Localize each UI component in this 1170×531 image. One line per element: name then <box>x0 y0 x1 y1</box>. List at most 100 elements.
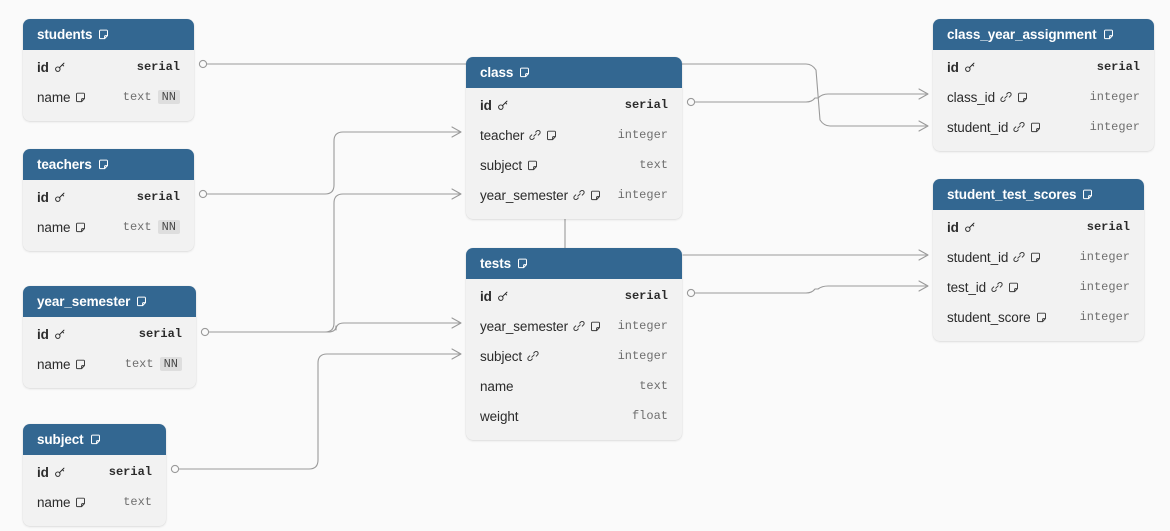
column-type: text <box>639 379 668 393</box>
column-name-cell: year_semester <box>480 319 601 334</box>
note-icon <box>519 67 530 78</box>
column-row[interactable]: id serial <box>23 52 194 82</box>
column-row[interactable]: student_id integer <box>933 112 1154 142</box>
column-row[interactable]: class_id integer <box>933 82 1154 112</box>
column-row[interactable]: weight float <box>466 401 682 431</box>
link-icon <box>991 281 1003 293</box>
edge-tests-id-to-sts-test-id <box>690 285 927 294</box>
note-icon <box>527 160 538 171</box>
column-name-cell: id <box>37 190 66 205</box>
key-icon <box>54 61 66 73</box>
column-type-cell: serial <box>109 465 152 479</box>
column-row[interactable]: id serial <box>23 182 194 212</box>
column-row[interactable]: year_semester integer <box>466 180 682 210</box>
column-name-cell: id <box>480 98 509 113</box>
column-name-cell: id <box>37 60 66 75</box>
column-type-cell: integer <box>618 188 668 202</box>
column-row[interactable]: id serial <box>466 281 682 311</box>
table-header-subject[interactable]: subject <box>23 424 166 455</box>
column-type-cell: integer <box>618 128 668 142</box>
column-row[interactable]: test_id integer <box>933 272 1144 302</box>
column-row[interactable]: teacher integer <box>466 120 682 150</box>
column-name: student_id <box>947 249 1009 265</box>
column-row[interactable]: year_semester integer <box>466 311 682 341</box>
column-type-cell: text <box>123 495 152 509</box>
column-row[interactable]: id serial <box>933 212 1144 242</box>
link-icon <box>527 350 539 362</box>
column-name-cell: class_id <box>947 90 1028 105</box>
key-icon <box>54 328 66 340</box>
column-row[interactable]: name text <box>466 371 682 401</box>
note-icon <box>75 497 86 508</box>
table-header-class[interactable]: class <box>466 57 682 88</box>
table-name: class <box>480 65 514 80</box>
column-name: weight <box>480 408 519 424</box>
table-header-teachers[interactable]: teachers <box>23 149 194 180</box>
column-name: id <box>37 189 49 205</box>
note-icon <box>1103 29 1114 40</box>
column-row[interactable]: id serial <box>23 457 166 487</box>
link-icon <box>529 129 541 141</box>
column-row[interactable]: id serial <box>23 319 196 349</box>
note-icon <box>1036 312 1047 323</box>
column-type: serial <box>138 327 182 341</box>
column-name-cell: name <box>480 379 513 394</box>
column-name: id <box>947 59 959 75</box>
column-row[interactable]: id serial <box>466 90 682 120</box>
column-type-cell: serial <box>625 98 668 112</box>
table-name: class_year_assignment <box>947 27 1097 42</box>
endpoint-circle <box>198 59 208 69</box>
column-name: name <box>37 356 71 372</box>
table-header-class_year_assignment[interactable]: class_year_assignment <box>933 19 1154 50</box>
table-header-students[interactable]: students <box>23 19 194 50</box>
column-type-cell: integer <box>1090 120 1140 134</box>
crowsfoot <box>451 317 462 329</box>
column-type: serial <box>1086 220 1130 234</box>
crowsfoot <box>451 348 462 360</box>
table-header-student_test_scores[interactable]: student_test_scores <box>933 179 1144 210</box>
column-type: text <box>124 357 154 371</box>
column-name-cell: name <box>37 220 86 235</box>
note-icon <box>75 92 86 103</box>
crowsfoot <box>451 126 462 138</box>
key-icon <box>497 290 509 302</box>
column-type: serial <box>1096 60 1140 74</box>
column-row[interactable]: id serial <box>933 52 1154 82</box>
column-name: name <box>37 219 71 235</box>
column-type: float <box>631 409 668 423</box>
crowsfoot <box>451 188 462 200</box>
column-name: student_id <box>947 119 1009 135</box>
crowsfoot <box>918 280 929 292</box>
column-name-cell: id <box>37 465 66 480</box>
key-icon <box>497 99 509 111</box>
column-name: teacher <box>480 127 525 143</box>
table-header-year_semester[interactable]: year_semester <box>23 286 196 317</box>
not-null-badge: NN <box>157 219 180 235</box>
not-null-badge: NN <box>157 89 180 105</box>
column-row[interactable]: student_score integer <box>933 302 1144 332</box>
column-row[interactable]: student_id integer <box>933 242 1144 272</box>
column-row[interactable]: subject text <box>466 150 682 180</box>
column-type-cell: serial <box>137 60 180 74</box>
column-type: integer <box>617 128 668 142</box>
column-row[interactable]: name text <box>23 487 166 517</box>
table-header-tests[interactable]: tests <box>466 248 682 279</box>
column-name: name <box>37 89 71 105</box>
endpoint-circle <box>200 327 210 337</box>
column-row[interactable]: subject integer <box>466 341 682 371</box>
note-icon <box>98 29 109 40</box>
